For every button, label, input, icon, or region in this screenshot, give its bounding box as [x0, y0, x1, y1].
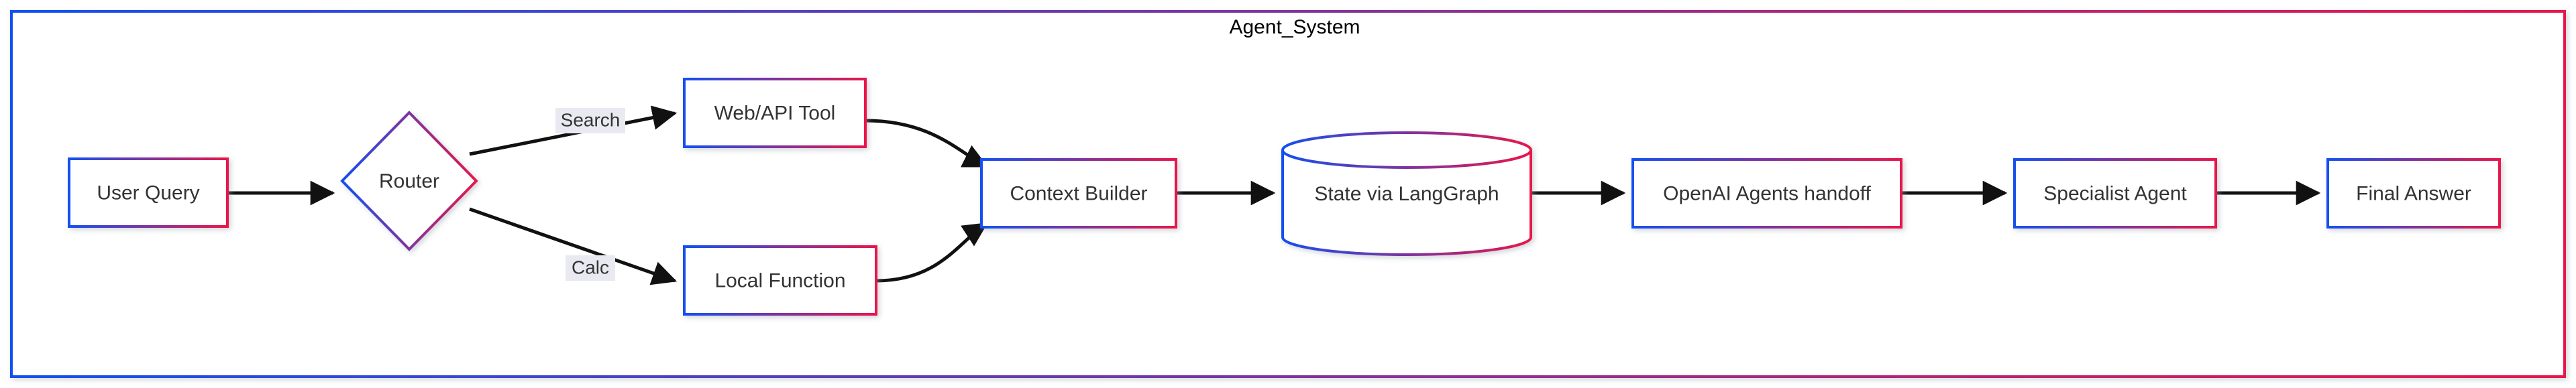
node-shape-router: [340, 111, 478, 251]
node-label-openai-handoff: OpenAI Agents handoff: [1663, 182, 1871, 204]
node-label-context-builder: Context Builder: [1010, 182, 1147, 204]
edge-layer: [227, 105, 2321, 285]
node-shape-context-builder: [980, 158, 1177, 229]
cluster-title: Agent_System: [1229, 16, 1360, 38]
node-router[interactable]: Router: [340, 111, 478, 251]
node-label-state-langgraph: State via LangGraph: [1314, 183, 1499, 205]
node-final-answer[interactable]: Final Answer: [2326, 158, 2501, 229]
node-shape-specialist-agent: [2013, 158, 2217, 229]
node-shape-local-function: [683, 245, 877, 316]
node-specialist-agent[interactable]: Specialist Agent: [2013, 158, 2217, 229]
node-shape-web-api-tool: [683, 78, 867, 148]
node-state-langgraph[interactable]: State via LangGraph: [1281, 131, 1532, 256]
node-local-function[interactable]: Local Function: [683, 245, 877, 316]
node-label-final-answer: Final Answer: [2356, 182, 2471, 204]
edge-label-background: [555, 108, 625, 133]
node-shape-openai-handoff: [1631, 158, 1902, 229]
edge-label-text: Calc: [572, 257, 609, 277]
edge-label-text: Search: [561, 109, 621, 130]
node-label-specialist-agent: Specialist Agent: [2043, 182, 2187, 204]
edge-router-web-api-tool-label: Search: [555, 108, 625, 133]
node-web-api-tool[interactable]: Web/API Tool: [683, 78, 867, 148]
node-label-user-query: User Query: [97, 182, 199, 204]
node-user-query[interactable]: User Query: [68, 157, 229, 228]
cylinder-lid-icon: [1281, 149, 1532, 169]
edge-label-background: [566, 255, 615, 281]
edge-router-local-function: [469, 207, 678, 285]
edge-local-function-context: [875, 222, 988, 283]
edge-web-api-tool-context: [865, 119, 988, 168]
node-shape-user-query: [68, 157, 229, 228]
node-openai-handoff[interactable]: OpenAI Agents handoff: [1631, 158, 1902, 229]
edge-router-web-api-tool: [469, 105, 678, 156]
edge-router-local-function-label: Calc: [566, 255, 615, 281]
node-label-web-api-tool: Web/API Tool: [714, 102, 836, 124]
node-label-router: Router: [379, 170, 439, 192]
node-shape-final-answer: [2326, 158, 2501, 229]
node-context-builder[interactable]: Context Builder: [980, 158, 1177, 229]
node-label-local-function: Local Function: [714, 269, 845, 292]
